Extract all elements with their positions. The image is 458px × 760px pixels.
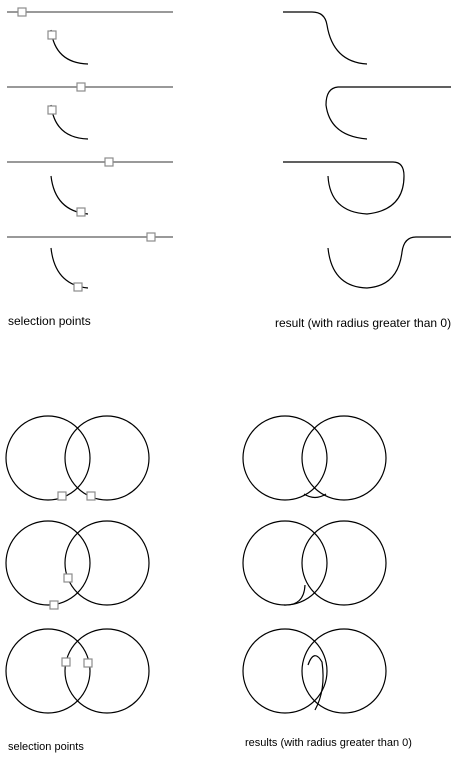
selection-marker [73, 282, 83, 292]
selection-marker [49, 600, 59, 610]
circle-left [5, 415, 91, 501]
selection-example-1 [7, 7, 173, 65]
result-example-3 [283, 161, 405, 215]
result-label: result (with radius greater than 0) [275, 316, 452, 330]
result-example-4 [327, 236, 451, 289]
selection-example-2 [7, 82, 173, 140]
circle-selection-3 [5, 628, 150, 714]
circle-selection-1 [5, 415, 150, 501]
selection-marker [57, 491, 67, 501]
circle-result-1 [242, 415, 387, 501]
selection-marker [104, 157, 114, 167]
fillet-result [283, 161, 405, 215]
selection-marker [47, 105, 57, 115]
arc [50, 247, 89, 289]
circle-left [242, 628, 328, 714]
selection-points-label: selection points [8, 741, 84, 753]
circle-left [242, 415, 328, 501]
result-example-1 [283, 11, 368, 65]
selection-marker [146, 232, 156, 242]
selection-marker [76, 207, 86, 217]
circle-right [64, 415, 150, 501]
selection-marker [76, 82, 86, 92]
fillet-arc [307, 655, 324, 711]
circle-left [5, 520, 91, 606]
results-label: results (with radius greater than 0) [245, 737, 412, 749]
fillet-result [327, 236, 451, 289]
circle-right [301, 415, 387, 501]
selection-points-label: selection points [8, 314, 91, 328]
selection-marker [17, 7, 27, 17]
circle-selection-2 [5, 520, 150, 610]
selection-marker [86, 491, 96, 501]
fillet-arc [303, 493, 327, 499]
circle-result-2 [242, 520, 387, 606]
fillet-arc [283, 584, 306, 606]
fillet-result [283, 11, 368, 65]
selection-marker [61, 657, 71, 667]
circle-right [301, 628, 387, 714]
selection-example-4 [7, 232, 173, 292]
circle-left [5, 628, 91, 714]
circle-result-3 [242, 628, 387, 714]
circle-right [64, 628, 150, 714]
selection-marker [47, 30, 57, 40]
circle-right [64, 520, 150, 606]
selection-marker [83, 658, 93, 668]
result-example-2 [325, 86, 451, 140]
fillet-result [325, 86, 451, 140]
selection-marker [63, 573, 73, 583]
circle-right [301, 520, 387, 606]
selection-example-3 [7, 157, 173, 217]
